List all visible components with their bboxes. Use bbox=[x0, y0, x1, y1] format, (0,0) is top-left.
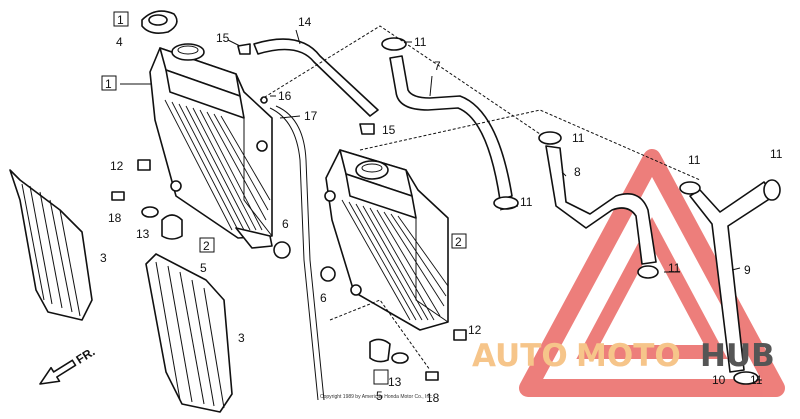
hose-9 bbox=[689, 181, 775, 373]
label-15-mid: 15 bbox=[382, 123, 396, 137]
label-3-left: 3 bbox=[100, 251, 107, 265]
label-2-left: 2 bbox=[203, 239, 210, 253]
label-11-d: 11 bbox=[688, 153, 701, 167]
label-6-left: 6 bbox=[282, 217, 289, 231]
label-11-c: 11 bbox=[520, 195, 533, 209]
watermark-logo bbox=[519, 149, 785, 397]
label-13-left: 13 bbox=[136, 227, 150, 241]
front-arrow-label: FR. bbox=[74, 344, 98, 366]
hardware bbox=[111, 43, 467, 381]
label-5-right: 5 bbox=[376, 389, 383, 403]
label-16: 16 bbox=[278, 89, 292, 103]
label-11-a: 11 bbox=[414, 35, 427, 49]
label-2-right: 2 bbox=[455, 235, 462, 249]
label-1-cap-box: 1 bbox=[117, 13, 124, 27]
boxed-callouts bbox=[101, 11, 467, 385]
left-shroud bbox=[9, 169, 93, 321]
label-17: 17 bbox=[304, 109, 318, 123]
label-5-left: 5 bbox=[200, 261, 207, 275]
label-14: 14 bbox=[298, 15, 312, 29]
label-12-left: 12 bbox=[110, 159, 124, 173]
label-18-right: 18 bbox=[426, 391, 440, 405]
radiator-cap bbox=[141, 10, 178, 34]
part-labels: 1 4 1 2 2 3 3 5 5 6 6 7 8 9 10 11 11 11 … bbox=[100, 13, 783, 405]
hose-14 bbox=[253, 38, 379, 117]
watermark-text: AUTO MOTO HUB bbox=[472, 338, 775, 374]
label-6-right: 6 bbox=[320, 291, 327, 305]
watermark-moto: MOTO bbox=[576, 338, 681, 374]
right-radiator bbox=[324, 149, 449, 331]
leader-lines bbox=[120, 25, 762, 381]
label-18-left: 18 bbox=[108, 211, 122, 225]
label-11-e: 11 bbox=[668, 261, 681, 275]
watermark-hub: HUB bbox=[700, 338, 775, 374]
label-11-f: 11 bbox=[770, 147, 783, 161]
label-9: 9 bbox=[744, 263, 751, 277]
label-15-top: 15 bbox=[216, 31, 230, 45]
label-12-right: 12 bbox=[468, 323, 482, 337]
copyright-text: Copyright 1989 by American Honda Motor C… bbox=[320, 394, 433, 400]
label-11-g: 11 bbox=[750, 373, 763, 387]
hose-clamps bbox=[381, 37, 781, 385]
left-radiator bbox=[149, 43, 273, 249]
label-3-center: 3 bbox=[238, 331, 245, 345]
label-7: 7 bbox=[434, 59, 441, 73]
center-shroud bbox=[145, 253, 233, 413]
label-1-radiator: 1 bbox=[105, 77, 112, 91]
label-10: 10 bbox=[712, 373, 726, 387]
watermark-auto: AUTO bbox=[472, 338, 568, 374]
left-radiator-fins bbox=[164, 99, 271, 231]
hose-8 bbox=[545, 145, 657, 265]
front-arrow: FR. bbox=[39, 344, 98, 385]
hose-7 bbox=[389, 55, 513, 201]
label-8: 8 bbox=[574, 165, 581, 179]
label-4: 4 bbox=[116, 35, 123, 49]
label-11-b: 11 bbox=[572, 131, 585, 145]
hose-17 bbox=[269, 107, 319, 401]
label-13-right: 13 bbox=[388, 375, 402, 389]
